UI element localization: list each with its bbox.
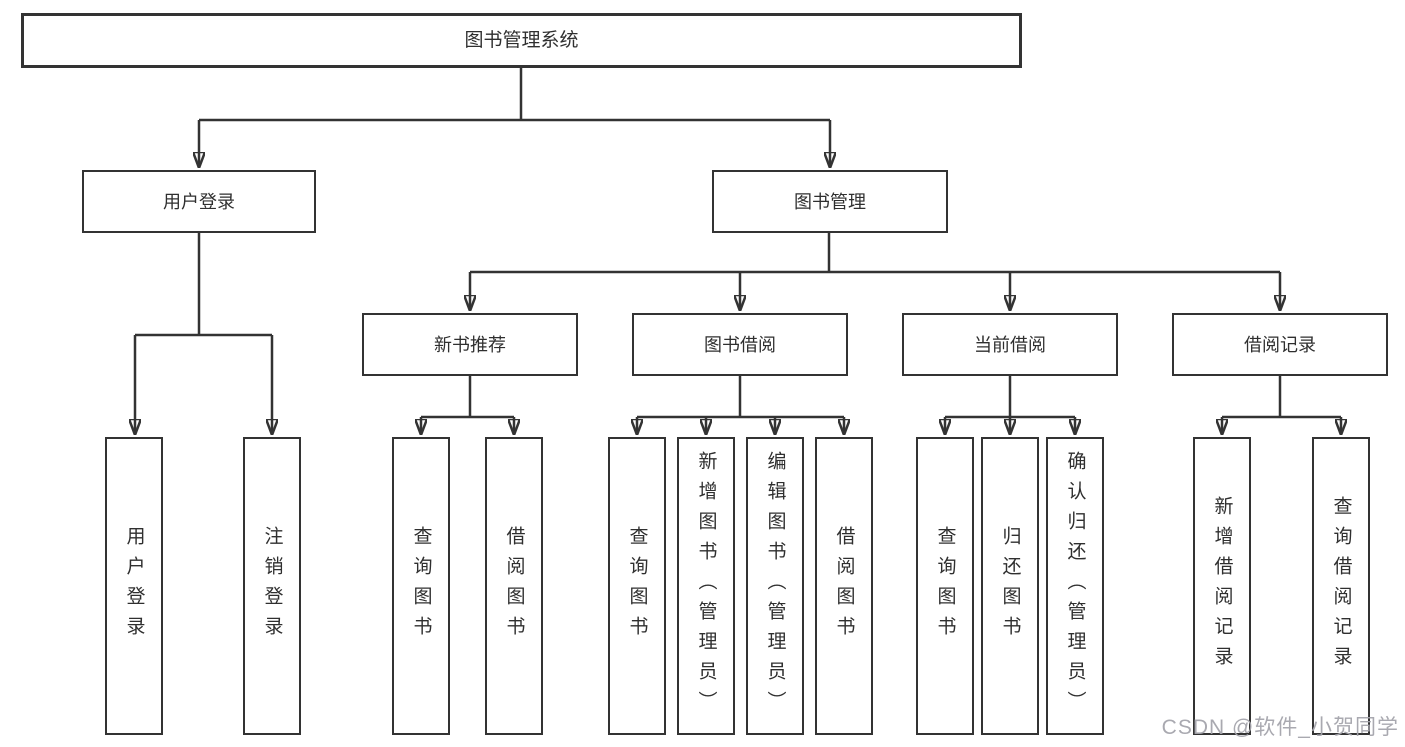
connector-book-management-children — [470, 233, 1280, 309]
node-new-book-recommend: 新书推荐 — [362, 313, 578, 376]
node-book-borrow: 图书借阅 — [632, 313, 848, 376]
node-user-login: 用户登录 — [82, 170, 316, 233]
leaf-edit-book-admin: 编辑图书（管理员） — [746, 437, 804, 735]
connector-root-to-level2 — [199, 68, 830, 166]
leaf-borrow-book-2: 借阅图书 — [815, 437, 873, 735]
leaf-add-borrow-record: 新增借阅记录 — [1193, 437, 1251, 735]
leaf-query-book-2-label: 查询图书 — [626, 526, 648, 646]
leaf-query-book-3: 查询图书 — [916, 437, 974, 735]
connector-current-borrow-children — [945, 376, 1075, 433]
connector-borrow-record-children — [1222, 376, 1341, 433]
leaf-borrow-book-1: 借阅图书 — [485, 437, 543, 735]
node-root-label: 图书管理系统 — [464, 30, 579, 51]
leaf-query-book-1: 查询图书 — [392, 437, 450, 735]
node-borrow-record-label: 借阅记录 — [1244, 334, 1316, 355]
csdn-watermark: CSDN @软件_小贺同学 — [1161, 716, 1399, 739]
connector-user-login-children — [135, 233, 272, 433]
leaf-logout: 注销登录 — [243, 437, 301, 735]
leaf-query-book-3-label: 查询图书 — [934, 526, 956, 646]
node-new-book-recommend-label: 新书推荐 — [434, 334, 506, 355]
leaf-user-login-label: 用户登录 — [123, 526, 145, 646]
node-book-borrow-label: 图书借阅 — [704, 334, 776, 355]
node-user-login-label: 用户登录 — [163, 191, 235, 212]
leaf-confirm-return-admin-label: 确认归还（管理员） — [1064, 451, 1086, 721]
leaf-borrow-book-2-label: 借阅图书 — [833, 526, 855, 646]
leaf-query-borrow-record: 查询借阅记录 — [1312, 437, 1370, 735]
leaf-add-book-admin: 新增图书（管理员） — [677, 437, 735, 735]
leaf-user-login: 用户登录 — [105, 437, 163, 735]
connector-new-book-recommend-children — [421, 376, 514, 433]
leaf-edit-book-admin-label: 编辑图书（管理员） — [764, 451, 786, 721]
leaf-add-borrow-record-label: 新增借阅记录 — [1211, 496, 1233, 676]
leaf-query-book-1-label: 查询图书 — [410, 526, 432, 646]
leaf-logout-label: 注销登录 — [261, 526, 283, 646]
leaf-borrow-book-1-label: 借阅图书 — [503, 526, 525, 646]
node-root-library-management-system: 图书管理系统 — [21, 13, 1022, 68]
connector-book-borrow-children — [637, 376, 844, 433]
leaf-query-borrow-record-label: 查询借阅记录 — [1330, 496, 1352, 676]
node-current-borrow-label: 当前借阅 — [974, 334, 1046, 355]
leaf-confirm-return-admin: 确认归还（管理员） — [1046, 437, 1104, 735]
leaf-add-book-admin-label: 新增图书（管理员） — [695, 451, 717, 721]
node-book-management: 图书管理 — [712, 170, 948, 233]
node-borrow-record: 借阅记录 — [1172, 313, 1388, 376]
leaf-return-book: 归还图书 — [981, 437, 1039, 735]
node-current-borrow: 当前借阅 — [902, 313, 1118, 376]
leaf-return-book-label: 归还图书 — [999, 526, 1021, 646]
leaf-query-book-2: 查询图书 — [608, 437, 666, 735]
node-book-management-label: 图书管理 — [794, 191, 866, 212]
